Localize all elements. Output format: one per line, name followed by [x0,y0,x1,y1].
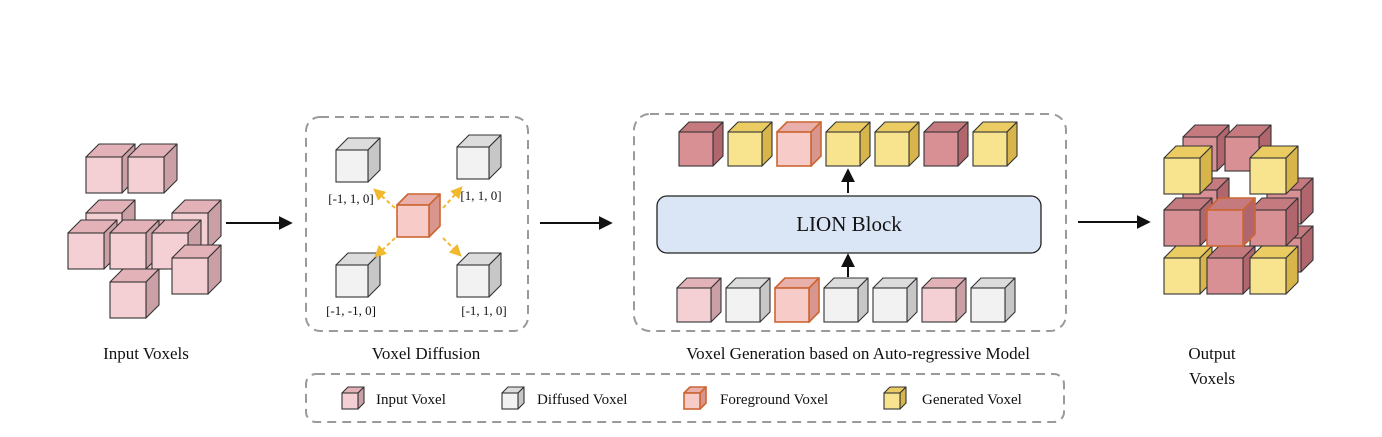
output-front-voxel [1206,245,1256,295]
legend-input-label: Input Voxel [376,392,446,408]
coord-bottom-right: [-1, 1, 0] [461,303,507,318]
diffusion-direction-arrow [442,186,463,209]
coord-top-right: [1, 1, 0] [460,188,501,203]
generated-sequence-cube [776,121,822,167]
generated-sequence-cube [678,121,724,167]
legend-generated-icon [883,386,907,410]
legend-foreground-icon [683,386,707,410]
diffusion-direction-arrow [442,237,462,257]
generation-voxels [676,121,1018,323]
input-voxel-cube [171,244,222,295]
output-front-voxel [1249,197,1299,247]
output-caption-line1: Output [1188,344,1236,363]
diffused-voxel-cube [335,137,381,183]
foreground-voxel-cube [396,193,441,238]
generated-sequence-cube [972,121,1018,167]
legend-icons [341,386,907,410]
diffusion-direction-arrow [374,237,396,258]
coord-bottom-left: [-1, -1, 0] [326,303,376,318]
generation-panel-border [633,113,1067,332]
legend-foreground-label: Foreground Voxel [720,392,828,408]
input-voxel-cube [127,143,178,194]
input-sequence-cube [970,277,1016,323]
generated-sequence-cube [825,121,871,167]
lion-block [656,195,1042,254]
legend-border [305,373,1065,423]
output-front-voxel [1163,245,1213,295]
output-front-voxel [1163,197,1213,247]
generated-sequence-cube [874,121,920,167]
input-voxels-cluster [67,143,222,319]
diffused-voxel-cube [335,252,381,298]
diffusion-voxels [335,134,502,298]
input-voxel-cube [109,268,160,319]
output-voxels-cluster [1163,124,1314,295]
diffused-voxel-cube [456,134,502,180]
input-sequence-cube [774,277,820,323]
diffused-voxel-cube [456,252,502,298]
input-sequence-cube [872,277,918,323]
output-front-voxel [1249,145,1299,195]
input-voxels-caption: Input Voxels [103,344,189,363]
input-sequence-cube [725,277,771,323]
output-caption-line2: Voxels [1189,369,1235,388]
input-sequence-cube [921,277,967,323]
coord-top-left: [-1, 1, 0] [328,191,374,206]
generated-sequence-cube [727,121,773,167]
lion-block-label: LION Block [796,212,902,236]
input-sequence-cube [823,277,869,323]
output-foreground-voxel [1206,197,1256,247]
legend-diffused-label: Diffused Voxel [537,392,627,408]
output-front-voxel [1249,245,1299,295]
legend-generated-label: Generated Voxel [922,392,1022,408]
diffusion-caption: Voxel Diffusion [372,344,481,363]
generation-caption: Voxel Generation based on Auto-regressiv… [686,344,1030,363]
input-sequence-cube [676,277,722,323]
output-front-voxel [1163,145,1213,195]
generated-sequence-cube [923,121,969,167]
diffusion-direction-arrow [373,188,396,209]
input-voxel-cube [109,219,160,270]
legend-diffused-icon [501,386,525,410]
diffusion-panel-border [305,116,529,332]
legend-input-icon [341,386,365,410]
